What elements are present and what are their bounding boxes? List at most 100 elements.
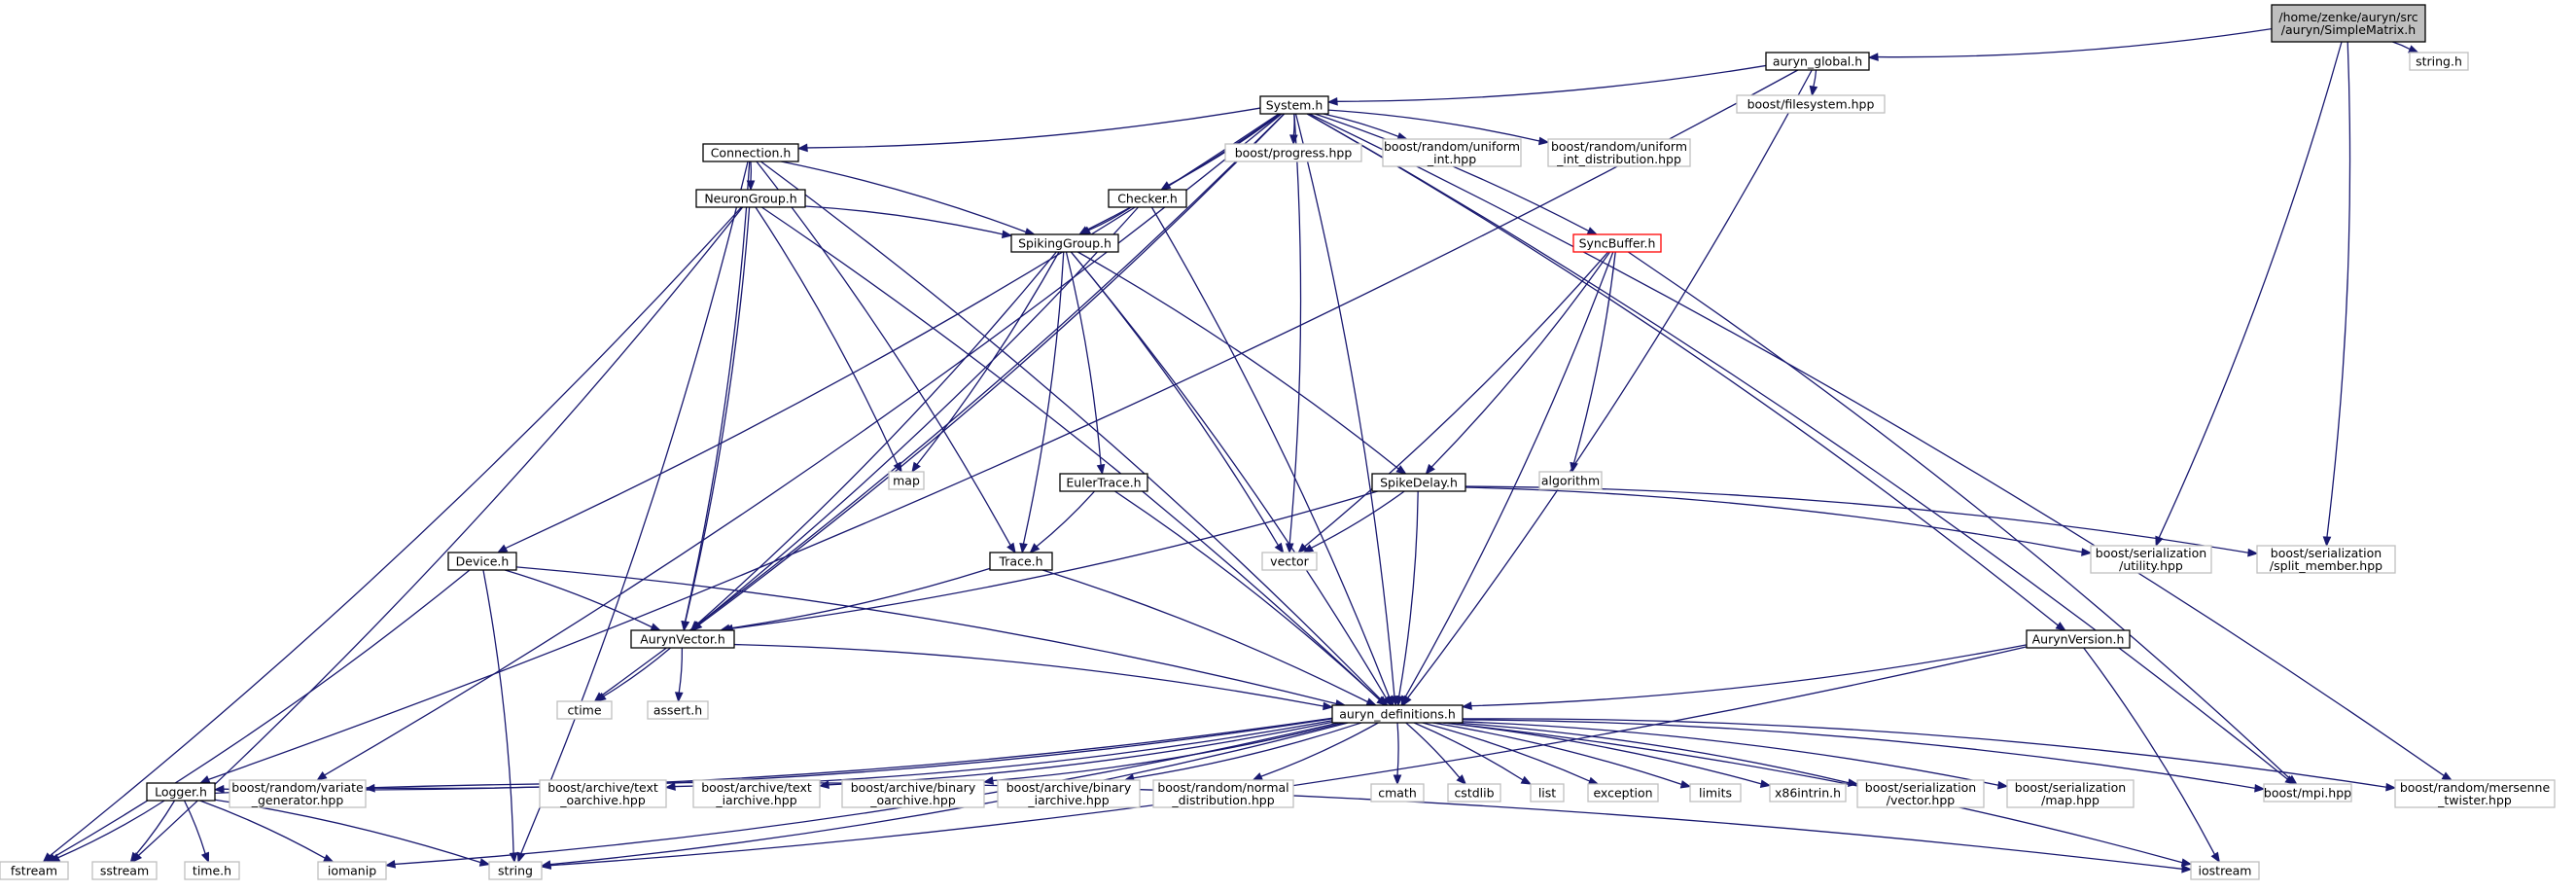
edge-checker-to-definitions xyxy=(1150,206,1394,707)
node-label: Device.h xyxy=(456,553,510,568)
node-box xyxy=(1259,95,1329,115)
edge-definitions-to-mpi xyxy=(1462,719,2266,793)
file-nodes: /home/zenke/auryn/src/auryn/SimpleMatrix… xyxy=(0,4,2556,880)
node-list: list xyxy=(1530,783,1565,803)
node-label: AurynVersion.h xyxy=(2032,631,2125,646)
node-label: boost/random/mersenne xyxy=(2400,780,2551,795)
edge-line xyxy=(1462,718,2387,788)
edge-logger-to-time_h xyxy=(183,800,209,864)
edge-line xyxy=(49,206,742,857)
arrowhead xyxy=(1456,774,1467,785)
arrowhead xyxy=(1400,695,1410,707)
arrowhead xyxy=(746,180,756,192)
node-label: auryn_global.h xyxy=(1773,54,1862,68)
edge-definitions-to-iomanip xyxy=(384,722,1340,869)
node-label: x86intrin.h xyxy=(1775,785,1841,800)
edge-simplematrix-to-auryn_global xyxy=(1867,28,2273,61)
node-box xyxy=(1765,52,1870,71)
arrowhead xyxy=(2055,622,2066,631)
edge-line xyxy=(1432,722,1682,786)
node-checker[interactable]: Checker.h xyxy=(1108,189,1187,208)
arrowhead xyxy=(2081,548,2093,556)
arrowhead xyxy=(2210,851,2221,864)
edge-line xyxy=(1404,251,1614,698)
node-ser_utility: boost/serialization/utility.hpp xyxy=(2090,545,2212,574)
edge-line xyxy=(1306,113,2059,626)
node-syncbuffer[interactable]: SyncBuffer.h xyxy=(1572,233,1662,253)
edge-syncbuffer-to-algorithm xyxy=(1570,251,1616,474)
edge-line xyxy=(1077,251,1399,470)
node-label: boost/archive/binary xyxy=(1006,780,1132,795)
edge-line xyxy=(1304,251,1609,548)
edge-aurynversion-to-definitions xyxy=(1461,644,2028,710)
node-system[interactable]: System.h xyxy=(1259,95,1329,115)
arrowhead xyxy=(2286,774,2298,785)
node-box xyxy=(0,861,69,880)
edge-definitions-to-cstdlib xyxy=(1405,722,1467,785)
node-box xyxy=(539,779,667,808)
edge-definitions-to-binary_oarchive xyxy=(982,722,1345,785)
edge-line xyxy=(1294,113,1395,697)
node-label: vector xyxy=(1270,553,1310,568)
node-eulertrace[interactable]: EulerTrace.h xyxy=(1059,473,1148,492)
edge-line xyxy=(53,569,471,858)
node-box xyxy=(2409,52,2469,71)
node-spikedelay[interactable]: SpikeDelay.h xyxy=(1371,473,1466,492)
node-label: SyncBuffer.h xyxy=(1579,235,1656,250)
edge-neurongroup-to-fstream xyxy=(42,206,742,863)
edge-line xyxy=(804,205,1004,235)
edge-line xyxy=(916,251,1060,465)
node-device[interactable]: Device.h xyxy=(447,552,517,571)
arrowhead xyxy=(2254,783,2266,793)
node-binary_iarchive: boost/archive/binary_iarchive.hpp xyxy=(997,779,1141,808)
node-label: boost/serialization xyxy=(2015,780,2126,795)
node-logger[interactable]: Logger.h xyxy=(146,782,216,802)
node-box xyxy=(1587,783,1659,803)
node-box xyxy=(888,471,925,490)
node-box xyxy=(630,629,735,649)
edge-line xyxy=(1462,719,2256,789)
node-box xyxy=(1769,783,1847,803)
arrowhead xyxy=(1001,230,1013,239)
edge-line xyxy=(515,566,1337,705)
node-definitions[interactable]: auryn_definitions.h xyxy=(1331,704,1464,724)
node-box xyxy=(2394,779,2556,808)
node-simplematrix[interactable]: /home/zenke/auryn/src/auryn/SimpleMatrix… xyxy=(2271,4,2426,43)
arrowhead xyxy=(1297,543,1309,553)
edge-spikinggroup-to-aurynvector xyxy=(689,251,1057,631)
node-box xyxy=(146,782,216,802)
node-box xyxy=(692,779,821,808)
node-connection[interactable]: Connection.h xyxy=(702,143,799,162)
arrowhead xyxy=(1425,463,1435,476)
edge-line xyxy=(1462,721,1999,786)
node-spikinggroup[interactable]: SpikingGroup.h xyxy=(1010,233,1119,253)
edge-line xyxy=(1464,486,2083,553)
node-label: _int.hpp xyxy=(1427,152,1476,166)
node-aurynversion[interactable]: AurynVersion.h xyxy=(2026,629,2131,649)
node-box xyxy=(989,552,1053,571)
node-trace[interactable]: Trace.h xyxy=(989,552,1053,571)
edge-syncbuffer-to-definitions xyxy=(1400,251,1614,707)
edge-line xyxy=(698,113,1286,625)
node-box xyxy=(1371,473,1466,492)
edge-line xyxy=(1430,251,1611,468)
edge-line xyxy=(1088,206,1132,232)
edge-neurongroup-to-definitions xyxy=(760,206,1388,706)
arrowhead xyxy=(198,775,211,784)
node-label: algorithm xyxy=(1541,473,1600,487)
arrowhead xyxy=(1019,542,1028,554)
edge-device-to-string xyxy=(482,569,518,864)
node-neurongroup[interactable]: NeuronGroup.h xyxy=(695,189,806,208)
arrowhead xyxy=(2180,858,2193,867)
edge-line xyxy=(1572,251,1616,464)
node-aurynvector[interactable]: AurynVector.h xyxy=(630,629,735,649)
edge-device-to-fstream xyxy=(45,569,471,863)
edge-line xyxy=(1443,722,2183,864)
node-label: AurynVector.h xyxy=(640,631,725,646)
node-label: exception xyxy=(1593,785,1652,800)
arrowhead xyxy=(1393,774,1402,786)
edge-line xyxy=(1327,109,1540,142)
node-auryn_global[interactable]: auryn_global.h xyxy=(1765,52,1870,71)
node-label: _iarchive.hpp xyxy=(1027,793,1109,807)
node-ser_split: boost/serialization/split_member.hpp xyxy=(2256,545,2396,574)
